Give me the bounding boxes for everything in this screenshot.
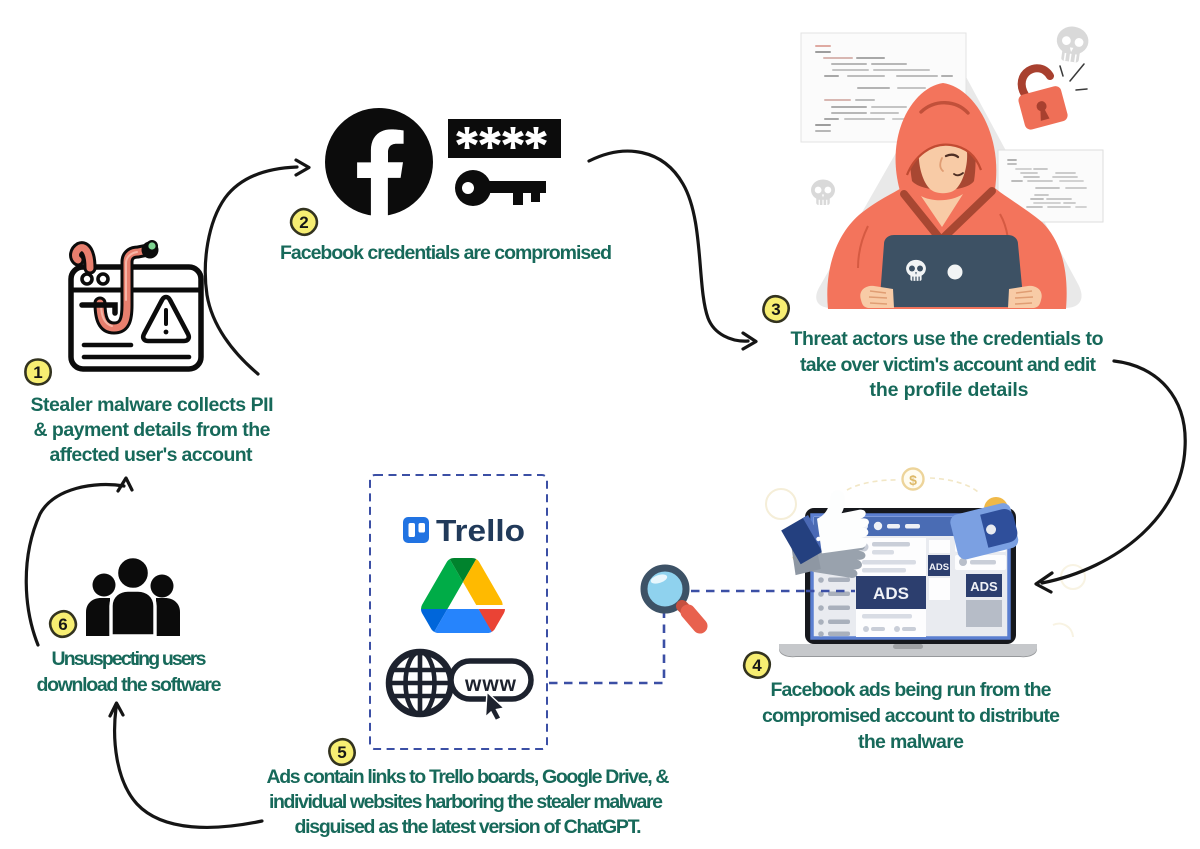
- svg-text:Facebook credentials are compr: Facebook credentials are compromised: [280, 242, 612, 264]
- svg-text:1: 1: [33, 363, 42, 382]
- svg-text:disguised as the latest versio: disguised as the latest version of ChatG…: [295, 816, 642, 838]
- svg-text:3: 3: [771, 300, 780, 319]
- svg-text:2: 2: [299, 213, 308, 232]
- svg-text:the malware: the malware: [858, 731, 964, 753]
- svg-text:& payment details from the: & payment details from the: [34, 419, 271, 441]
- svg-text:affected user's account: affected user's account: [50, 444, 254, 466]
- svg-text:www: www: [464, 673, 517, 696]
- svg-text:Unsuspecting users: Unsuspecting users: [52, 648, 207, 670]
- svg-text:$: $: [909, 472, 917, 488]
- svg-text:5: 5: [337, 743, 346, 762]
- svg-text:compromised account to distrib: compromised account to distribute: [762, 705, 1060, 727]
- svg-text:ADS: ADS: [873, 584, 909, 603]
- svg-text:ADS: ADS: [929, 562, 949, 573]
- svg-text:Facebook ads being run from th: Facebook ads being run from the: [771, 679, 1052, 701]
- svg-text:download the software: download the software: [37, 674, 222, 696]
- svg-text:individual websites harboring: individual websites harboring the steale…: [269, 791, 663, 813]
- svg-text:6: 6: [58, 615, 67, 634]
- svg-text:Trello: Trello: [436, 513, 525, 548]
- svg-text:Ads contain links to Trello bo: Ads contain links to Trello boards, Goog…: [267, 766, 670, 788]
- svg-text:take over victim's account and: take over victim's account and edit: [800, 354, 1097, 376]
- svg-text:Stealer malware collects PII: Stealer malware collects PII: [31, 394, 274, 416]
- svg-text:the profile details: the profile details: [870, 379, 1029, 401]
- svg-text:ADS: ADS: [970, 579, 998, 594]
- svg-text:Threat actors use the credenti: Threat actors use the credentials to: [791, 328, 1104, 350]
- svg-text:4: 4: [752, 656, 762, 675]
